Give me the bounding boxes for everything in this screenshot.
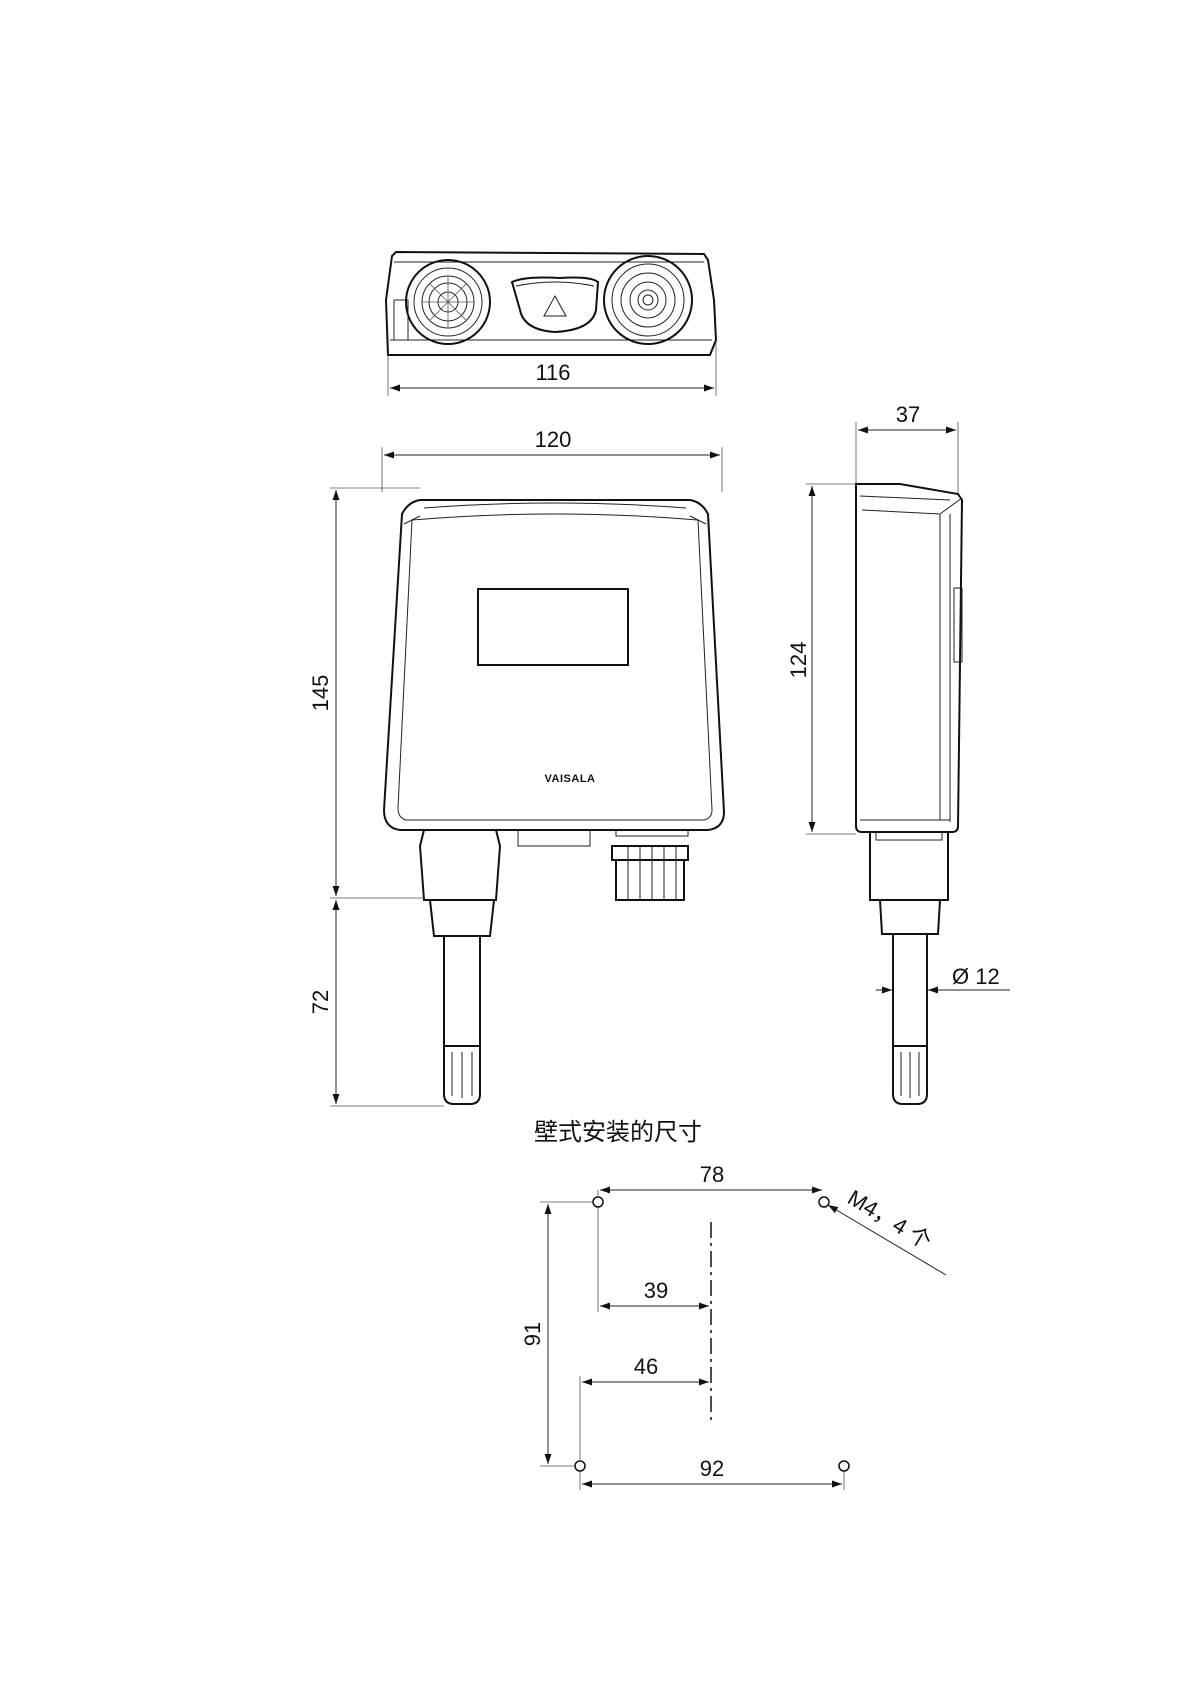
dimension-mount-half-top: 39 [598, 1208, 709, 1312]
mounting-hole [839, 1461, 849, 1471]
dimension-label: 120 [535, 427, 572, 452]
brand-logo: VAISALA [545, 773, 596, 785]
dimension-side-height: 124 [786, 484, 856, 834]
side-housing-outline [856, 484, 962, 832]
mounting-hole [593, 1197, 603, 1207]
dimension-top-width: 116 [388, 342, 716, 396]
dimension-label: 116 [535, 360, 570, 385]
display-window [478, 589, 628, 665]
mounting-hole [575, 1461, 585, 1471]
dimension-label: 78 [700, 1162, 724, 1187]
center-button [512, 278, 598, 333]
front-connector [612, 846, 688, 900]
dimension-label: 92 [700, 1456, 724, 1481]
dimension-mount-top: 78 [598, 1162, 822, 1196]
dimension-label: Ø 12 [952, 964, 1000, 989]
dimension-probe-diameter: Ø 12 [876, 964, 1010, 990]
dimension-front-width: 120 [382, 427, 722, 492]
top-view: 116 [386, 252, 716, 396]
dimension-label: 72 [308, 990, 333, 1014]
right-cable-gland [604, 256, 692, 344]
dimension-label: 91 [520, 1322, 545, 1346]
dimension-mount-bottom: 92 [580, 1456, 844, 1490]
dimension-side-depth: 37 [856, 402, 958, 494]
mounting-title: 壁式安装的尺寸 [534, 1118, 702, 1146]
screw-leader: M4，4 个 [828, 1185, 946, 1275]
dimension-front-height: 145 [308, 488, 424, 898]
screw-note: M4，4 个 [843, 1185, 936, 1254]
dimension-label: 39 [644, 1278, 668, 1303]
dimension-label: 124 [786, 642, 811, 679]
mounting-hole [819, 1197, 829, 1207]
side-probe [870, 832, 948, 1104]
side-view: 37 124 Ø 12 [786, 402, 1010, 1104]
front-probe [420, 830, 500, 1104]
dimension-label: 145 [308, 675, 333, 712]
dimension-label: 46 [634, 1354, 658, 1379]
dimension-probe-length: 72 [308, 900, 444, 1106]
dimension-mount-half-bottom: 46 [580, 1354, 709, 1460]
left-connector [406, 260, 490, 344]
front-view: 120 VAISALA [308, 427, 724, 1106]
dimension-label: 37 [896, 402, 920, 427]
mounting-diagram: 壁式安装的尺寸 78 39 46 [520, 1118, 946, 1490]
dimension-mount-height: 91 [520, 1202, 592, 1466]
up-arrow-icon [544, 296, 566, 316]
